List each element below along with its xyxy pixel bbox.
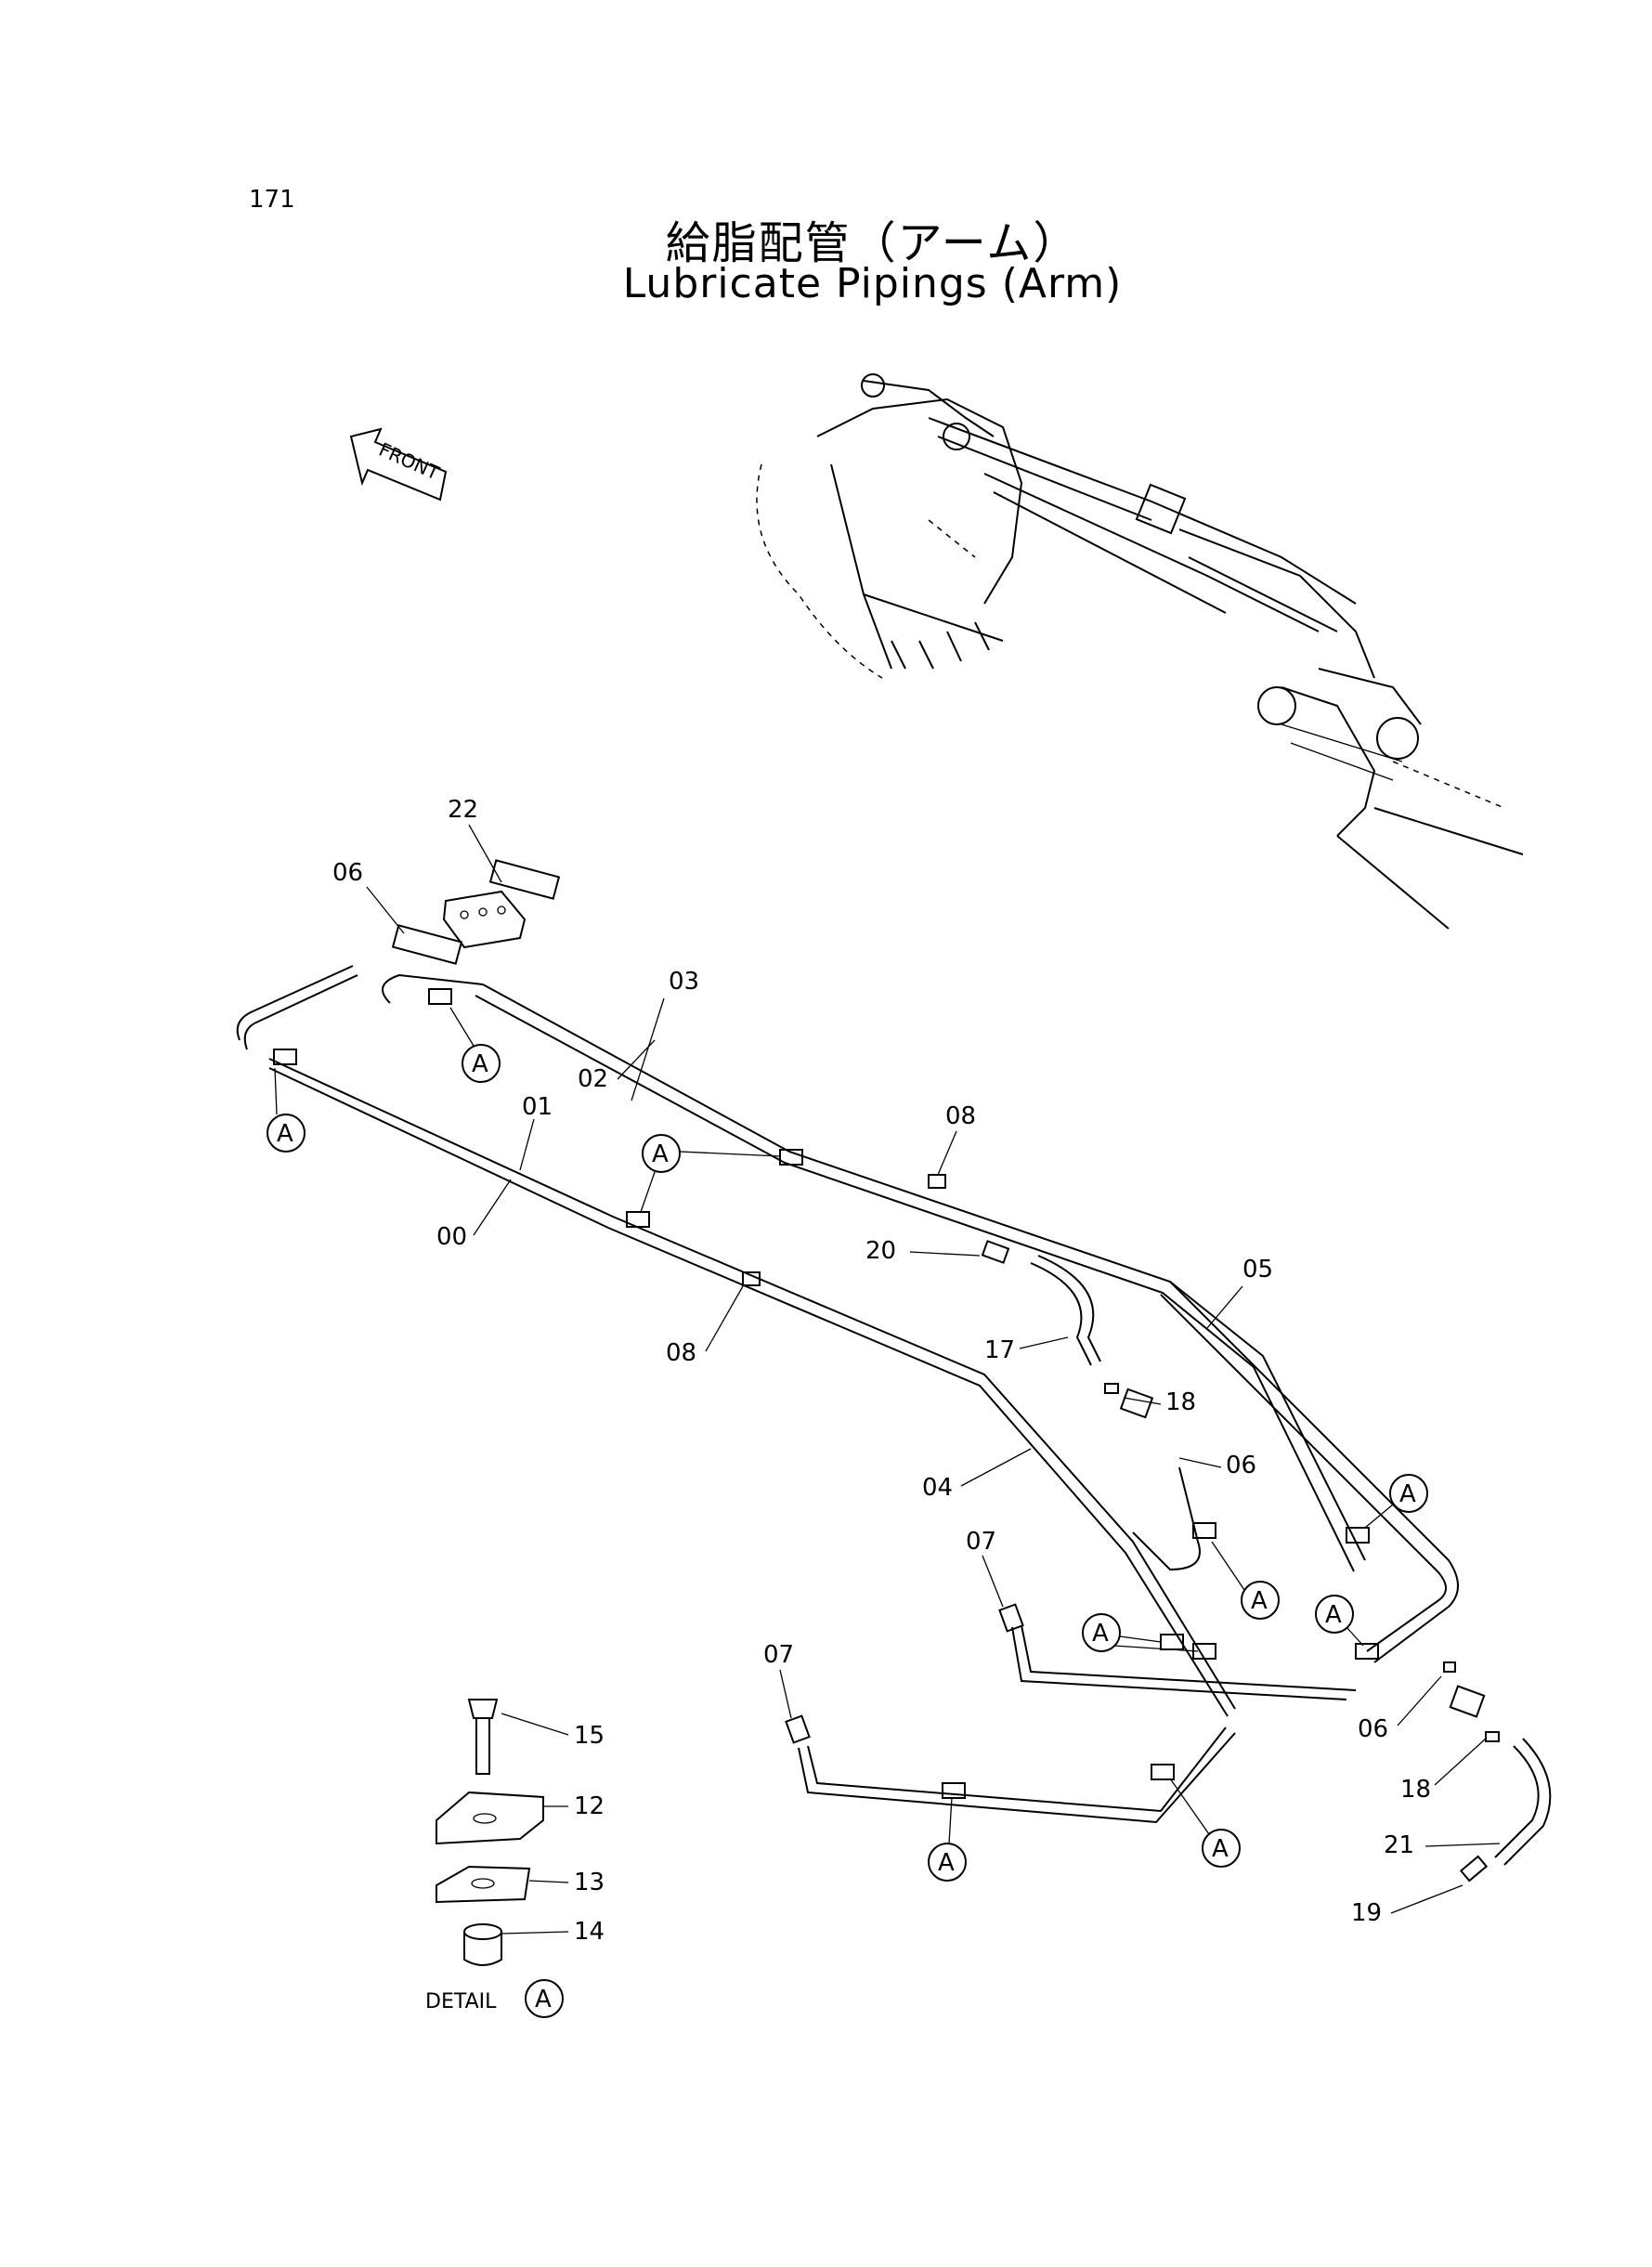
part-label: 06 (332, 859, 363, 887)
part-label: 03 (669, 968, 699, 996)
part-label: 04 (922, 1474, 953, 1502)
part-label: 14 (574, 1918, 605, 1946)
part-label: 20 (865, 1237, 896, 1265)
svg-text:A: A (1251, 1587, 1268, 1615)
part-label: 06 (1226, 1452, 1256, 1479)
part-label: 06 (1358, 1715, 1388, 1743)
part-label: 18 (1400, 1776, 1431, 1804)
page-number: 171 (249, 186, 295, 214)
hose-17 (1030, 1255, 1201, 1571)
pipe-00-01 (236, 965, 1236, 1717)
part-labels: 22 06 03 02 01 00 08 20 05 17 18 06 04 0… (332, 796, 1501, 1946)
svg-text:A: A (1212, 1835, 1229, 1863)
title-japanese: 給脂配管（アーム） (665, 217, 1080, 269)
part-label: 21 (1384, 1831, 1414, 1859)
callout-markers: A A A A A A A A A A (267, 1007, 1428, 2018)
part-label: 01 (522, 1093, 553, 1121)
callout-a-detail: A (525, 1979, 564, 2018)
part-label: 12 (574, 1792, 605, 1820)
callout-a-9: A (1169, 1778, 1241, 1868)
manifold-block (391, 859, 561, 965)
svg-text:A: A (535, 1986, 552, 2013)
detail-label: DETAIL (425, 1990, 497, 2013)
detail-a-view (436, 1699, 544, 1966)
part-label: 08 (945, 1102, 976, 1130)
svg-text:A: A (1092, 1620, 1109, 1648)
part-label: 07 (966, 1528, 996, 1556)
callout-a-6: A (1315, 1595, 1364, 1647)
callout-a-4: A (1364, 1474, 1428, 1529)
callout-a-7: A (1082, 1613, 1199, 1652)
part-label: 05 (1242, 1256, 1273, 1283)
part-label: 19 (1351, 1899, 1382, 1927)
callout-a-2: A (449, 1007, 501, 1083)
callout-a-1: A (267, 1067, 306, 1153)
part-label: 08 (666, 1339, 696, 1367)
pipe-04-05 (1160, 1281, 1459, 1663)
part-label: 22 (448, 796, 478, 824)
title-english: Lubricate Pipings (Arm) (622, 260, 1123, 307)
callout-a-5: A (1211, 1541, 1280, 1620)
callout-a-8: A (928, 1796, 967, 1882)
part-label: 13 (574, 1869, 605, 1896)
part-label: 15 (574, 1722, 605, 1750)
hose-21 (1494, 1738, 1552, 1866)
part-label: 17 (984, 1336, 1015, 1364)
excavator-arm-illustration (756, 373, 1524, 930)
part-label: 02 (578, 1065, 608, 1093)
fittings (742, 1174, 1500, 1883)
svg-text:A: A (1325, 1601, 1342, 1629)
svg-text:A: A (938, 1849, 955, 1877)
part-label: 18 (1165, 1388, 1196, 1416)
clamps (273, 988, 1379, 1799)
svg-text:A: A (652, 1140, 669, 1168)
part-label: 00 (436, 1223, 467, 1251)
svg-text:A: A (472, 1050, 488, 1078)
part-label: 07 (763, 1641, 794, 1669)
front-arrow-icon: FRONT (349, 427, 448, 502)
callout-a-3: A (640, 1134, 781, 1213)
svg-text:A: A (1399, 1480, 1416, 1508)
pipe-07-lower (798, 1624, 1357, 1824)
pipe-02-03 (382, 973, 1366, 1572)
svg-text:A: A (277, 1120, 293, 1148)
